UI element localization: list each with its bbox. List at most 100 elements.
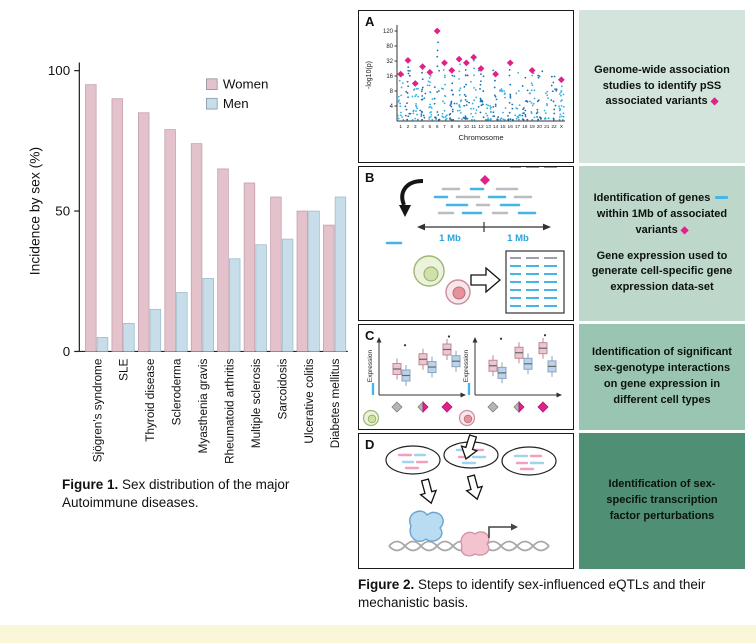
peak-diamond-chr14 — [492, 70, 500, 78]
bar-men-9 — [334, 196, 347, 352]
svg-text:21: 21 — [544, 124, 550, 130]
panel-c: Expression Expression C — [358, 324, 574, 430]
bar-men-7 — [281, 238, 294, 352]
svg-text:80: 80 — [386, 44, 393, 50]
peak-diamond-chr3 — [411, 80, 419, 87]
bar-women-1 — [111, 98, 123, 352]
bar-women-6 — [243, 182, 256, 352]
manhattan-peaks — [397, 27, 565, 87]
legend-swatch-men — [206, 97, 218, 110]
bar-women-3 — [164, 129, 176, 352]
svg-text:Rheumatoid arthritis: Rheumatoid arthritis — [223, 359, 236, 464]
svg-text:16: 16 — [386, 74, 393, 80]
panel-c-letter: C — [365, 328, 375, 343]
panel-b-description: Identification of genes within 1Mb of as… — [579, 166, 745, 321]
box-panel-2: Expression — [458, 334, 562, 427]
axis-arrow-right — [543, 223, 551, 231]
figure2-caption-label: Figure 2. — [358, 577, 415, 592]
manhattan-x-label: Chromosome — [458, 133, 503, 142]
genotype-ref-diamond-icon — [487, 401, 499, 413]
svg-text:18: 18 — [522, 124, 528, 130]
panel-b-desc1-pre: Identification of genes — [593, 191, 711, 204]
bar-men-1 — [123, 323, 135, 352]
bar-women-2 — [138, 112, 150, 352]
svg-text:8: 8 — [450, 124, 453, 130]
y-axis-label: Incidence by sex (%) — [26, 147, 42, 275]
svg-text:Thyroid disease: Thyroid disease — [144, 358, 157, 442]
svg-text:22: 22 — [551, 124, 557, 130]
svg-text:Expression: Expression — [367, 350, 374, 383]
peak-diamond-chr6 — [433, 27, 441, 35]
svg-text:SLE: SLE — [118, 358, 131, 380]
transcription-arrow-icon — [488, 523, 518, 538]
bar-men-6 — [255, 244, 267, 352]
panel-a-letter: A — [365, 14, 375, 29]
pink-cell-icon — [445, 279, 471, 305]
panel-d-graphic — [385, 434, 557, 557]
svg-text:0: 0 — [63, 344, 70, 359]
manhattan-points — [397, 41, 565, 121]
svg-text:120: 120 — [383, 29, 394, 35]
figure2-caption: Figure 2. Steps to identify sex-influenc… — [358, 576, 740, 612]
peak-diamond-chr4 — [419, 63, 426, 71]
peak-diamond-chr19 — [528, 66, 536, 74]
svg-text:12: 12 — [478, 124, 484, 130]
mb-left-label: 1 Mb — [439, 233, 461, 244]
axis-arrow-left — [417, 223, 425, 231]
bar-women-5 — [217, 168, 229, 352]
svg-text:6: 6 — [436, 124, 439, 130]
peak-diamond-chr9 — [455, 55, 463, 63]
bars — [85, 84, 347, 352]
bar-men-4 — [202, 278, 214, 352]
legend-swatch-women — [206, 78, 218, 91]
curved-arrow-icon — [399, 179, 424, 217]
bar-men-0 — [96, 337, 109, 352]
bar-women-9 — [323, 224, 335, 352]
panel-a-description: Genome-wide association studies to ident… — [579, 10, 745, 163]
svg-text:50: 50 — [55, 204, 70, 219]
legend-label-men: Men — [223, 96, 249, 111]
bar-women-8 — [296, 210, 309, 352]
peak-diamond-chr10 — [462, 59, 470, 67]
svg-text:11: 11 — [471, 124, 476, 130]
svg-text:20: 20 — [537, 124, 543, 130]
genotype-het-diamond-icon — [417, 401, 424, 413]
svg-text:10: 10 — [464, 124, 470, 130]
svg-text:Diabetes mellitus: Diabetes mellitus — [329, 359, 342, 449]
legend-label-women: Women — [223, 77, 269, 92]
transcription-factor-blue-icon — [409, 510, 444, 543]
svg-text:5: 5 — [429, 124, 432, 130]
svg-text:Sarcoidosis: Sarcoidosis — [276, 359, 289, 420]
expression-table-icon — [505, 167, 565, 314]
svg-text:8: 8 — [390, 89, 394, 95]
genotype-het-diamond-icon — [518, 401, 525, 413]
peak-diamond-chr8 — [448, 66, 456, 74]
bar-men-3 — [176, 292, 188, 352]
panel-c-description: Identification of significant sex-genoty… — [579, 324, 745, 430]
peak-diamond-chr1 — [397, 70, 405, 78]
genotype-ref-diamond-icon — [391, 401, 403, 413]
svg-text:13: 13 — [486, 124, 492, 130]
bar-women-4 — [190, 143, 203, 352]
svg-text:15: 15 — [500, 124, 506, 130]
mb-right-label: 1 Mb — [507, 233, 529, 244]
svg-text:4: 4 — [421, 124, 424, 130]
genotype-alt-diamond-icon — [537, 401, 549, 413]
panel-a-desc-text: Genome-wide association studies to ident… — [590, 63, 734, 111]
green-cell-icon — [413, 255, 445, 287]
genotype-het-diamond-icon — [422, 401, 429, 413]
svg-text:X: X — [560, 124, 564, 130]
figure2-row-c: Expression Expression C Identification of… — [358, 324, 750, 430]
svg-text:7: 7 — [443, 124, 446, 130]
figure2-row-b: 1 Mb 1 Mb — [358, 166, 750, 321]
one-mb-axis — [419, 222, 549, 232]
panel-b-letter: B — [365, 170, 375, 185]
down-open-arrows — [419, 434, 487, 505]
